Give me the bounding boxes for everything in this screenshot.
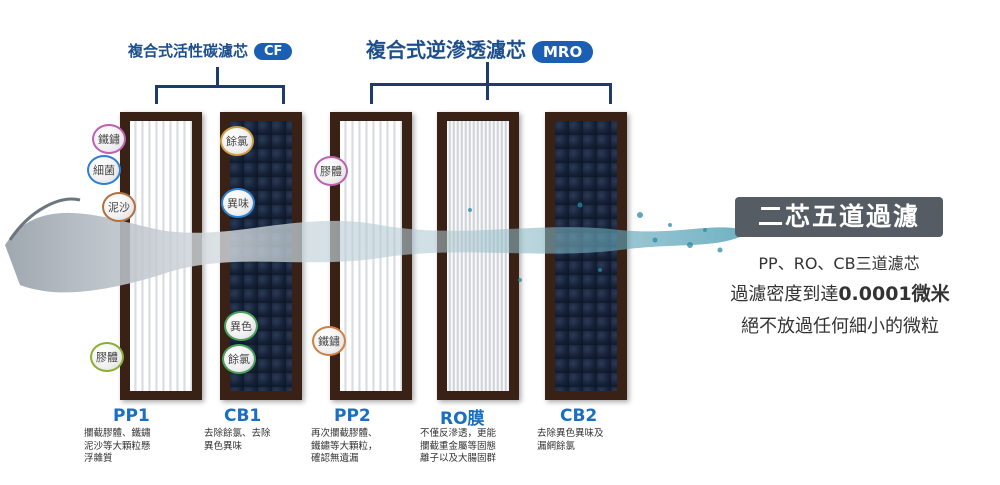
mro-bracket — [370, 83, 612, 104]
feature-line-2: 過濾密度到達0.0001微米 — [705, 279, 975, 306]
filter-desc-pp1: 攔截膠體、鐵鏽 泥沙等大顆粒懸 浮雜質 — [84, 428, 194, 466]
bubble-sand: 泥沙 — [102, 192, 136, 222]
filter-desc-cb2: 去除異色異味及 漏網餘氯 — [537, 428, 647, 453]
filter-name-cb1: CB1 — [224, 406, 262, 426]
feature-line-2-prefix: 過濾密度到達 — [730, 284, 839, 305]
bubble-rust: 鐵鏽 — [92, 124, 126, 154]
pp2-desc-line: 鐵鏽等大顆粒， — [311, 440, 378, 452]
ro-membrane — [447, 121, 509, 391]
cf-bracket — [155, 85, 285, 104]
filter-name-ro: RO膜 — [440, 409, 485, 429]
cb2-desc-line: 去除異色異味及 — [537, 428, 604, 439]
feature-badge: 二芯五道過濾 — [735, 197, 943, 237]
feature-line-1: PP、RO、CB三道濾芯 — [758, 254, 920, 273]
mro-header: 複合式逆滲透濾芯 MRO — [366, 34, 594, 63]
splash-curl — [8, 197, 81, 241]
filter-name-pp1: PP1 — [113, 406, 150, 426]
water-droplets — [468, 202, 723, 282]
ro-desc-line: 不僅反滲透，更能 — [420, 428, 497, 439]
bubble-colloid: 膠體 — [90, 342, 124, 372]
cb1-desc-line: 去除餘氯、去除 — [204, 428, 271, 439]
filter-name-cb2: CB2 — [560, 406, 598, 426]
filter-desc-ro: 不僅反滲透，更能 攔截重金屬等固態 離子以及大腸固群 — [420, 428, 530, 466]
pp1-desc-line: 攔截膠體、鐵鏽 — [84, 428, 151, 439]
bubble-color: 異色 — [224, 311, 258, 341]
mro-bracket-stem — [486, 62, 489, 100]
mro-header-label: 複合式逆滲透濾芯 — [366, 38, 526, 62]
ro-desc-line: 離子以及大腸固群 — [420, 453, 497, 464]
cb1-desc-line: 異色異味 — [204, 440, 243, 452]
filter-panel-cb2 — [545, 112, 627, 400]
mro-tag: MRO — [532, 40, 594, 63]
feature-line-3: 絕不放過任何細小的微粒 — [741, 316, 939, 337]
cf-tag: CF — [254, 43, 293, 60]
filter-name-pp2: PP2 — [334, 406, 371, 426]
bubble-chlorine-2: 餘氯 — [222, 344, 256, 374]
bubble-odor: 異味 — [221, 188, 255, 218]
pp2-desc-line: 確認無遺漏 — [311, 453, 359, 464]
cf-header-label: 複合式活性碳濾芯 — [128, 42, 249, 60]
water-stream — [5, 212, 750, 293]
filter-desc-cb1: 去除餘氯、去除 異色異味 — [204, 428, 314, 453]
cf-bracket-stem — [216, 67, 219, 86]
cb2-desc-line: 漏網餘氯 — [537, 440, 576, 452]
bubble-bacteria: 細菌 — [87, 155, 121, 185]
cb2-carbon — [555, 121, 617, 391]
bubble-chlorine-1: 餘氯 — [220, 126, 254, 156]
cf-header: 複合式活性碳濾芯 CF — [128, 40, 293, 61]
water-splash — [5, 197, 750, 293]
feature-line-2-value: 0.0001微米 — [838, 283, 950, 305]
pp1-desc-line: 泥沙等大顆粒懸 — [84, 440, 151, 452]
pp1-desc-line: 浮雜質 — [84, 453, 113, 464]
bubble-rust-2: 鐵鏽 — [312, 326, 346, 356]
pp2-desc-line: 再次攔截膠體、 — [311, 428, 378, 439]
filter-desc-pp2: 再次攔截膠體、 鐵鏽等大顆粒， 確認無遺漏 — [311, 428, 421, 466]
filter-panel-ro — [437, 112, 519, 400]
ro-desc-line: 攔截重金屬等固態 — [420, 440, 497, 452]
bubble-colloid-2: 膠體 — [314, 156, 348, 186]
